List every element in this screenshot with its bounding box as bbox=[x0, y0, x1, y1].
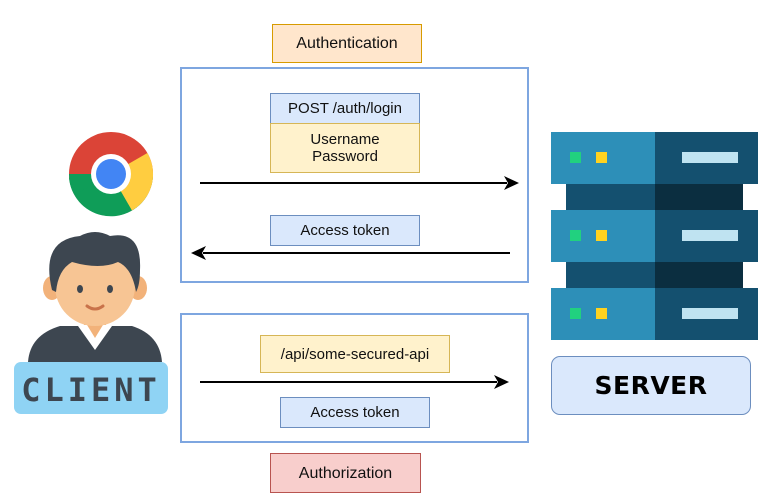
username-label: Username bbox=[310, 131, 380, 148]
login-endpoint-box: POST /auth/login bbox=[270, 93, 420, 124]
server-label: SERVER bbox=[551, 356, 751, 415]
client-label: CLIENT bbox=[21, 371, 161, 409]
access-token-response-box: Access token bbox=[270, 215, 420, 246]
chrome-browser-icon bbox=[68, 132, 154, 217]
password-label: Password bbox=[312, 148, 378, 165]
access-token-request-box: Access token bbox=[280, 397, 430, 428]
client-avatar bbox=[28, 232, 162, 362]
api-request-arrow bbox=[200, 375, 509, 389]
server-rack-icon bbox=[551, 132, 758, 340]
client-badge: CLIENT bbox=[14, 362, 168, 414]
token-response-arrow bbox=[191, 246, 510, 260]
authentication-frame bbox=[180, 67, 529, 283]
login-request-arrow bbox=[200, 176, 519, 190]
authentication-label: Authentication bbox=[272, 24, 422, 63]
authorization-frame bbox=[180, 313, 529, 443]
credentials-box: Username Password bbox=[270, 123, 420, 173]
secured-api-box: /api/some-secured-api bbox=[260, 335, 450, 373]
